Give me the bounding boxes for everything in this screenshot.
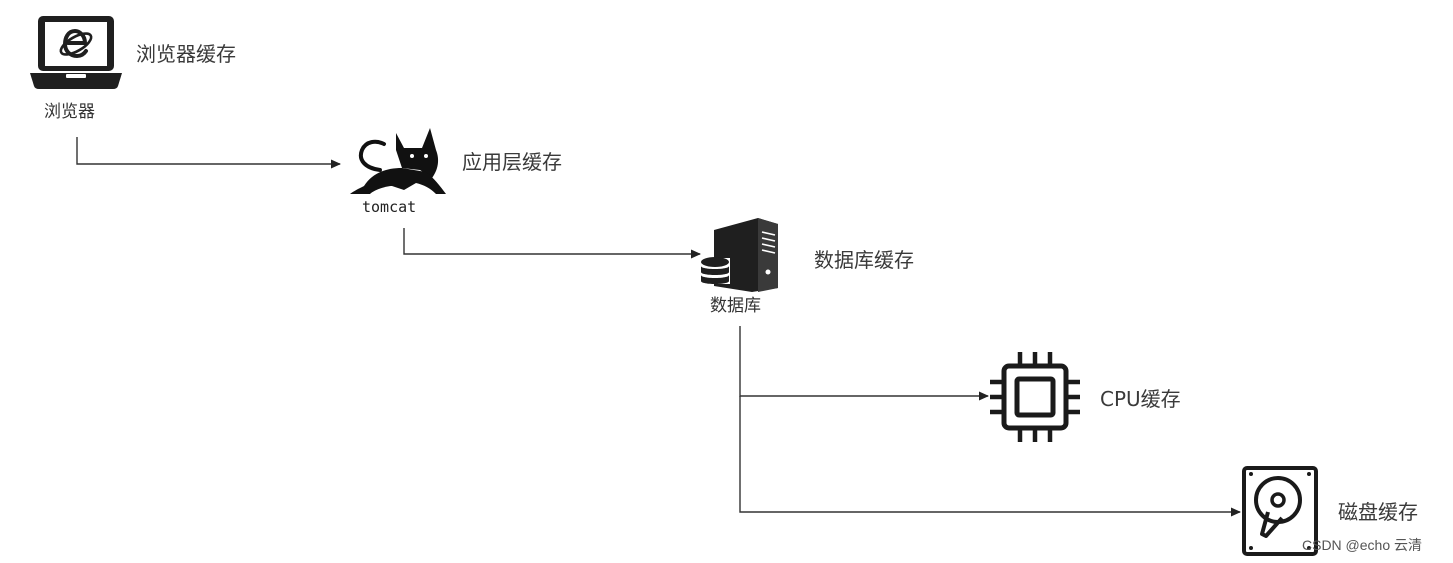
edge-database-to-cpu [739, 326, 989, 401]
tomcat-node-label: tomcat [362, 198, 417, 216]
disk-cache-label: 磁盘缓存 [1338, 500, 1418, 524]
cpu-chip-icon [990, 352, 1080, 442]
tomcat-cat-icon [350, 128, 446, 194]
laptop-ie-icon [30, 16, 122, 89]
database-node-label: 数据库 [710, 296, 761, 316]
edge-tomcat-to-database [403, 228, 701, 259]
edge-browser-to-tomcat [76, 137, 341, 169]
browser-cache-label: 浏览器缓存 [136, 42, 236, 66]
browser-node-label: 浏览器 [44, 102, 95, 122]
database-cache-label: 数据库缓存 [814, 248, 914, 272]
hard-disk-icon [1242, 466, 1318, 556]
database-server-icon [700, 218, 778, 292]
watermark: CSDN @echo 云清 [1302, 537, 1423, 553]
app-layer-cache-label: 应用层缓存 [462, 150, 562, 174]
cpu-cache-label: CPU缓存 [1100, 387, 1181, 411]
edge-database-to-disk [739, 396, 1241, 517]
